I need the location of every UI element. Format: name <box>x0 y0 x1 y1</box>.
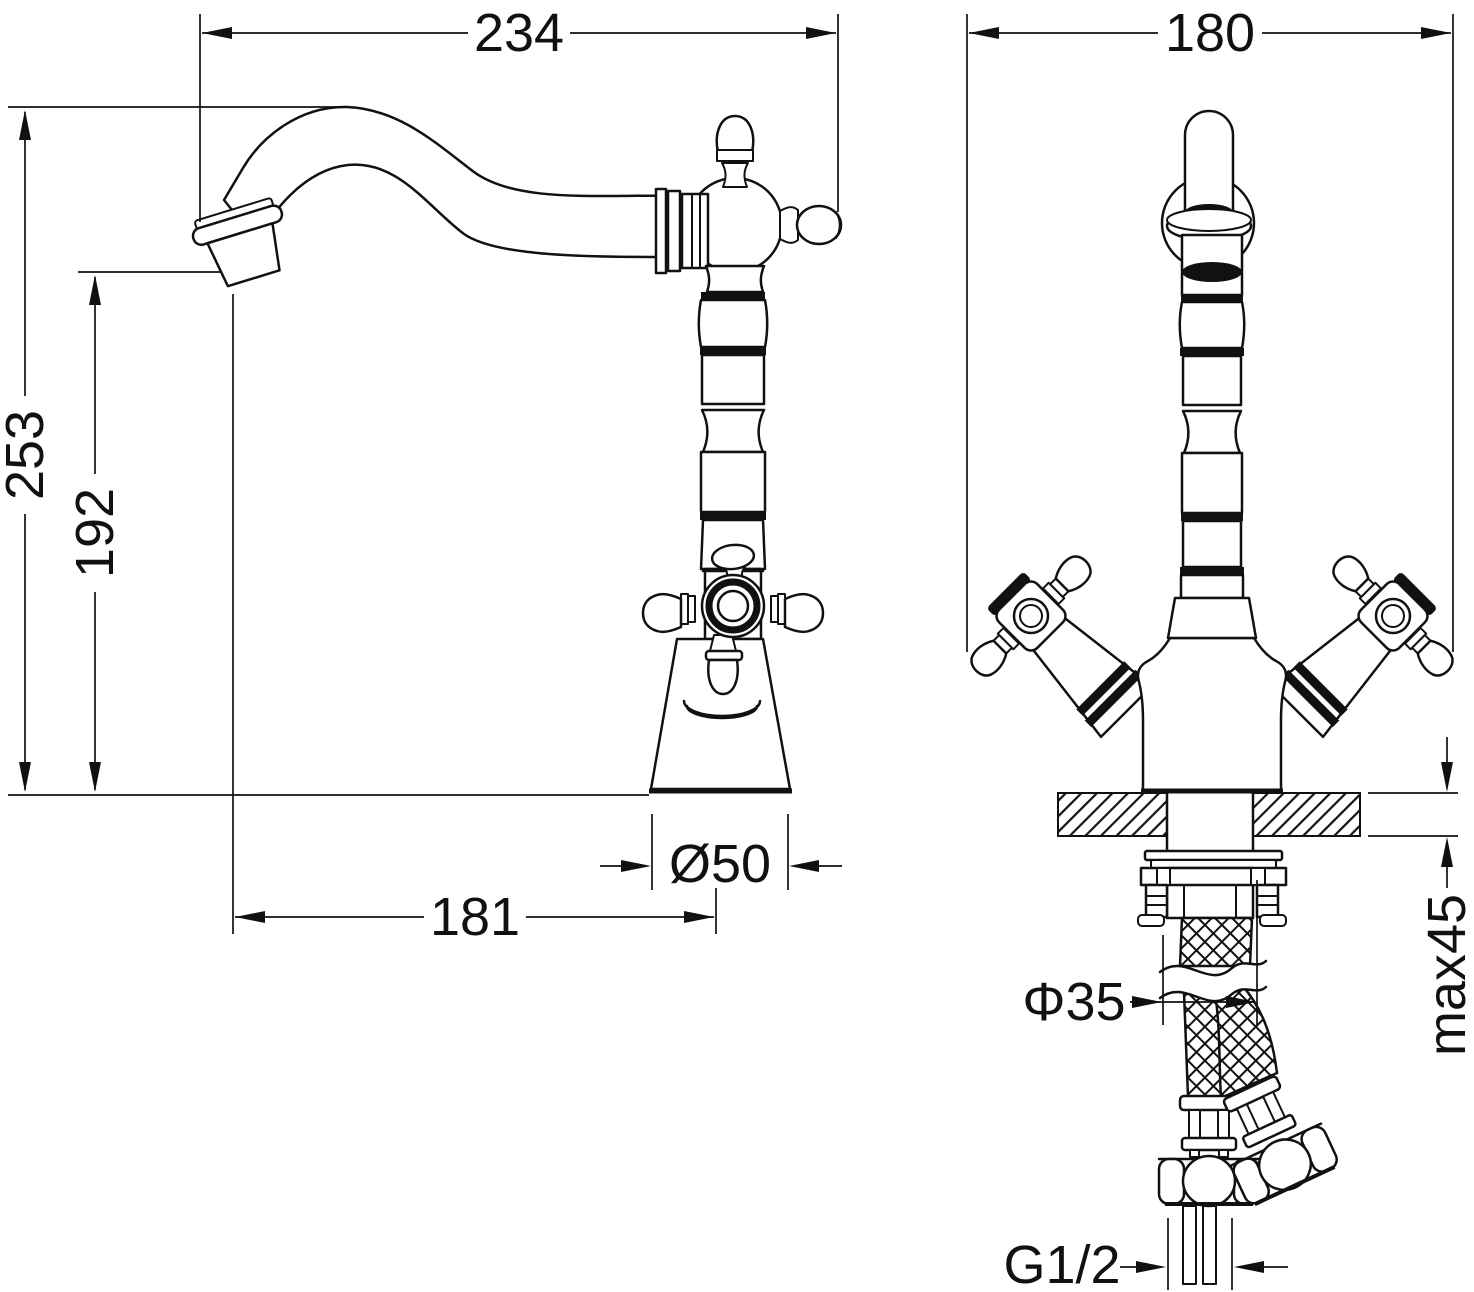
max-counter-thickness-label: max45 <box>1417 894 1474 1056</box>
side-view <box>191 105 843 794</box>
dim-outlet-height: 192 <box>65 275 125 792</box>
hose-fitting-left <box>1157 1094 1261 1285</box>
dim-mounting-hole: Φ35 <box>1022 972 1256 1032</box>
dim-total-height: 253 <box>0 110 55 792</box>
column-side <box>697 264 769 571</box>
outlet-reach-label: 181 <box>430 887 520 947</box>
valve-handle-left <box>970 555 1154 739</box>
front-view <box>970 109 1454 1285</box>
side-egg-knob <box>779 204 843 246</box>
countertop-hatch <box>1057 791 1361 870</box>
total-height-label: 253 <box>0 410 55 500</box>
hose-fitting-right <box>1222 1075 1338 1206</box>
outlet-height-label: 192 <box>65 488 125 578</box>
spout-collar-rings <box>654 187 710 275</box>
valve-handle-right <box>1270 555 1454 739</box>
dimensions: 234 253 192 181 <box>0 3 1474 1292</box>
spout-mouth <box>1182 262 1242 282</box>
column-front <box>1178 300 1246 600</box>
body-collar <box>1166 596 1258 640</box>
mounting-hole-label: Φ35 <box>1022 972 1125 1032</box>
dim-outlet-reach: 181 <box>235 887 714 947</box>
supply-hoses <box>1158 916 1279 1100</box>
spout-width-label: 234 <box>474 3 564 63</box>
spout-tube-end <box>1183 109 1235 217</box>
overall-width-label: 180 <box>1165 3 1255 63</box>
dim-base-diameter: Ø50 <box>600 834 842 894</box>
spout-nozzle <box>191 197 284 288</box>
cross-handle-side <box>641 543 825 791</box>
spout-pipe <box>222 105 688 259</box>
dim-spout-width: 234 <box>202 3 836 63</box>
dim-max-counter-thickness: max45 <box>1417 737 1474 1056</box>
mounting-locknut <box>1137 849 1288 927</box>
inlet-thread-label: G1/2 <box>1003 1235 1120 1292</box>
base-diameter-label: Ø50 <box>669 834 771 894</box>
top-finial-knob <box>715 114 755 188</box>
dim-inlet-thread: G1/2 <box>1003 1235 1288 1292</box>
dim-overall-width: 180 <box>969 3 1451 63</box>
body-front <box>1136 636 1288 793</box>
